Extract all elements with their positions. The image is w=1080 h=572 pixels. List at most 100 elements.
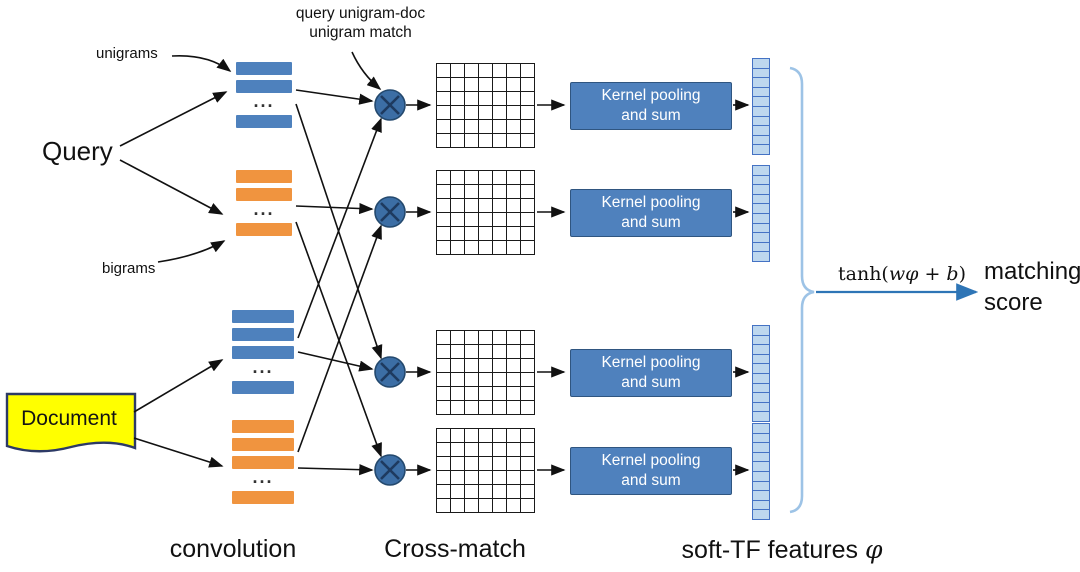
match-grid-cell <box>507 199 521 213</box>
match-grid-cell <box>437 92 451 106</box>
match-grid-cell <box>493 345 507 359</box>
match-grid-cell <box>507 92 521 106</box>
query-unigram-embeddings: ... <box>236 62 292 133</box>
match-grid-cell <box>437 227 451 241</box>
feature-cell <box>753 185 769 195</box>
kernel-box-line1: Kernel pooling <box>601 452 701 470</box>
document-shape <box>5 392 137 453</box>
match-grid-cell <box>521 120 535 134</box>
embedding-bar <box>236 170 292 183</box>
document-bigram-embeddings: ... <box>232 420 294 509</box>
feature-cell <box>753 166 769 176</box>
cross-match-node-4 <box>374 454 406 486</box>
feature-cell <box>753 364 769 374</box>
feature-cell <box>753 481 769 492</box>
match-grid-cell <box>437 499 451 513</box>
feature-cell <box>753 87 769 98</box>
match-grid-cell <box>493 485 507 499</box>
match-grid-cell <box>479 485 493 499</box>
soft-tf-vector-3 <box>752 325 770 422</box>
kernel-pooling-box-1: Kernel pooling and sum <box>570 82 732 130</box>
match-grid-cell <box>521 106 535 120</box>
match-grid-cell <box>479 387 493 401</box>
arrow-query-to-unigrams <box>119 91 228 147</box>
annotation-line1: query unigram-doc <box>295 5 426 22</box>
match-grid-cell <box>465 106 479 120</box>
cross-match-node-1 <box>374 89 406 121</box>
match-grid-cell <box>437 443 451 457</box>
embedding-bar <box>232 491 294 504</box>
embedding-bar <box>236 223 292 236</box>
match-grid-cell <box>521 213 535 227</box>
feature-cell <box>753 126 769 136</box>
kernel-box-line2: and sum <box>621 107 681 124</box>
match-grid-cell <box>493 171 507 185</box>
feature-cell <box>753 223 769 234</box>
match-grid-cell <box>479 134 493 148</box>
match-grid-cell <box>521 443 535 457</box>
match-grid-cell <box>521 241 535 255</box>
match-grid-cell <box>507 345 521 359</box>
match-grid-cell <box>493 92 507 106</box>
match-grid-cell <box>521 429 535 443</box>
match-grid-cell <box>521 185 535 199</box>
match-grid-cell <box>521 171 535 185</box>
arrow-annotation-pointer <box>351 51 382 91</box>
match-grid-cell <box>479 443 493 457</box>
match-grid-cell <box>479 499 493 513</box>
match-grid-cell <box>465 401 479 415</box>
feature-cell <box>753 345 769 355</box>
match-grid-cell <box>507 429 521 443</box>
match-grid-cell <box>493 457 507 471</box>
match-grid-cell <box>493 134 507 148</box>
matching-line1: matching <box>984 258 1080 285</box>
matching-line2: score <box>984 289 1043 317</box>
feature-cell <box>753 194 769 205</box>
cross-match-node-3 <box>374 356 406 388</box>
embedding-bar <box>236 62 292 75</box>
arrow-qbi-node2 <box>295 202 374 215</box>
match-grid-cell <box>493 373 507 387</box>
match-grid-cell <box>479 331 493 345</box>
match-grid-cell <box>493 471 507 485</box>
feature-cell <box>753 433 769 444</box>
match-grid-cell <box>521 373 535 387</box>
kernel-box-line2: and sum <box>621 374 681 391</box>
feature-cell <box>753 491 769 501</box>
match-grid-cell <box>465 499 479 513</box>
match-grid-cell <box>493 78 507 92</box>
match-grid-cell <box>493 106 507 120</box>
match-matrix-uni-bi <box>436 330 535 415</box>
arrow-duni-node1 <box>297 117 382 339</box>
match-grid-cell <box>479 471 493 485</box>
embedding-bar <box>236 115 292 128</box>
query-bigram-embeddings: ... <box>236 170 292 241</box>
match-grid-cell <box>479 401 493 415</box>
feature-cell <box>753 452 769 463</box>
match-grid-cell <box>451 227 465 241</box>
match-grid-cell <box>451 443 465 457</box>
match-grid-cell <box>507 485 521 499</box>
match-grid-cell <box>479 92 493 106</box>
feature-cell <box>753 233 769 243</box>
match-grid-cell <box>507 78 521 92</box>
kernel-box-line2: and sum <box>621 472 681 489</box>
match-grid-cell <box>507 471 521 485</box>
match-grid-cell <box>437 401 451 415</box>
match-grid-cell <box>451 457 465 471</box>
cross-match-nodes <box>374 89 406 486</box>
match-grid-cell <box>437 241 451 255</box>
feature-cell <box>753 252 769 261</box>
match-grid-cell <box>465 429 479 443</box>
match-grid-cell <box>507 359 521 373</box>
match-grid-cell <box>479 199 493 213</box>
match-grid-cell <box>521 471 535 485</box>
match-grid-cell <box>479 373 493 387</box>
feature-cell <box>753 373 769 384</box>
arrow-bigrams-pointer <box>157 240 226 263</box>
match-grid-cell <box>451 499 465 513</box>
match-grid-cell <box>465 92 479 106</box>
match-grid-cell <box>479 185 493 199</box>
feature-cell <box>753 412 769 421</box>
